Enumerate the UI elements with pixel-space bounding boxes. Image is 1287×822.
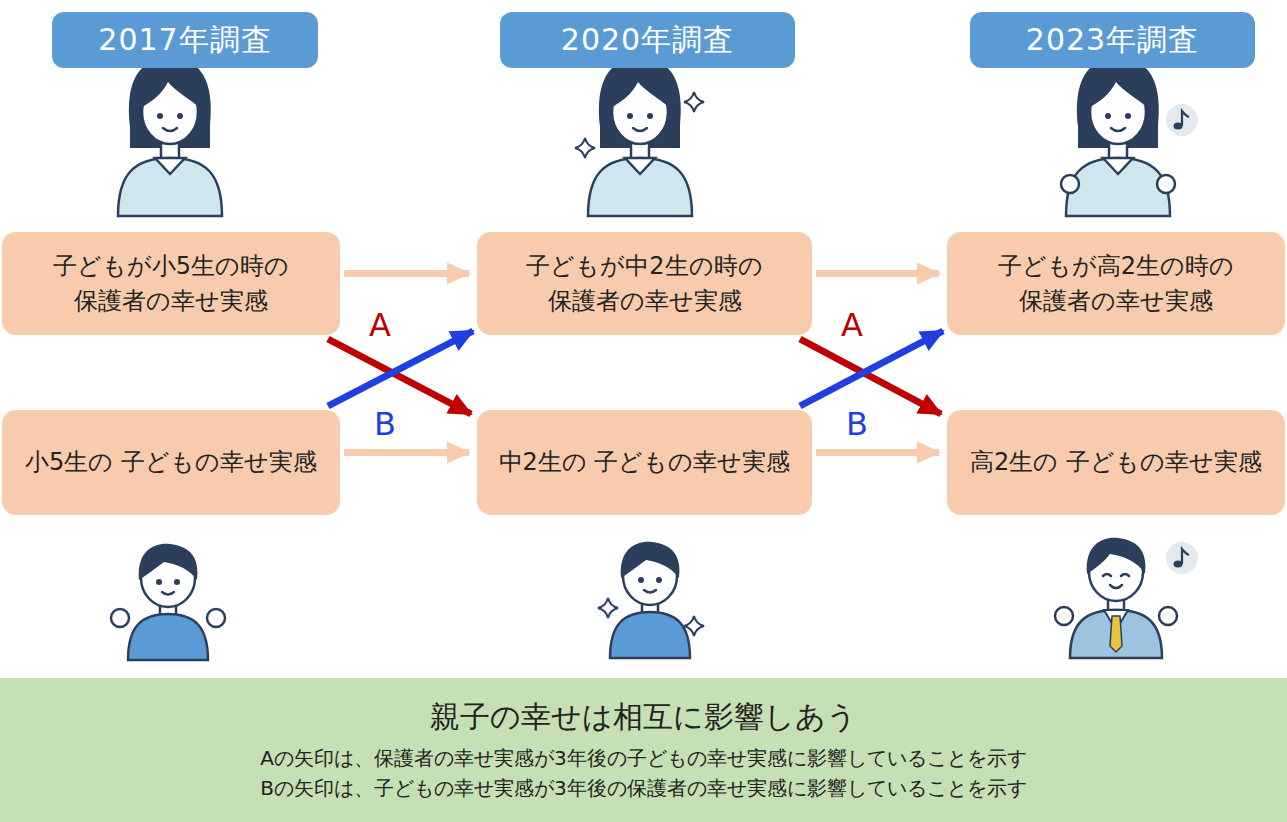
student-figure [1055,538,1177,658]
survey-year-tag: 2020年調査 [500,12,795,68]
box-label: 子どもが中2生の時の 保護者の幸せ実感 [489,249,800,319]
parent-box: 子どもが中2生の時の 保護者の幸せ実感 [477,232,812,335]
summary-band: 親子の幸せは相互に影響しあう Aの矢印は、保護者の幸せ実感が3年後の子どもの幸せ実… [0,678,1287,822]
child-box: 高2生の 子どもの幸せ実感 [947,410,1285,515]
parent-box: 子どもが高2生の時の 保護者の幸せ実感 [947,232,1285,335]
flow-arrow [344,449,469,456]
fists [111,609,225,627]
survey-year-tag: 2023年調査 [970,12,1255,68]
music-note [1166,542,1198,574]
box-label: 2017年調査 [98,20,271,61]
influence-arrow [800,339,941,414]
survey-year-tag: 2017年調査 [52,12,318,68]
parent-figure [1066,58,1170,216]
arrow-letter: A [369,309,391,341]
arrow-letter: B [374,408,396,440]
summary-note: Bの矢印は、子どもの幸せ実感が3年後の保護者の幸せ実感に影響していることを示す [260,773,1026,803]
sparkle [684,92,704,112]
parent-box: 子どもが小5生の時の 保護者の幸せ実感 [2,232,340,335]
box-label: 小5生の 子どもの幸せ実感 [25,445,317,480]
box-label: 2023年調査 [1026,20,1199,61]
parent-figure [588,58,692,216]
music-note [1166,104,1198,136]
child-box: 小5生の 子どもの幸せ実感 [2,410,340,515]
flow-arrow [816,449,939,456]
box-label: 2020年調査 [561,20,734,61]
flow-arrow [344,270,469,277]
arrow-letter: B [846,408,868,440]
child-figure [128,544,208,660]
sparkle [575,138,595,158]
box-label: 子どもが小5生の時の 保護者の幸せ実感 [14,249,328,319]
parent-figure [118,58,222,216]
box-label: 中2生の 子どもの幸せ実感 [499,445,791,480]
flow-arrow [816,270,939,277]
influence-arrow [800,331,943,406]
box-label: 高2生の 子どもの幸せ実感 [970,445,1262,480]
influence-arrow [328,339,471,414]
child-box: 中2生の 子どもの幸せ実感 [477,410,812,515]
arrow-letter: A [841,309,863,341]
child-figure [610,542,690,658]
influence-arrow [328,331,473,406]
summary-title: 親子の幸せは相互に影響しあう [430,697,857,738]
fists [1061,175,1175,193]
box-label: 子どもが高2生の時の 保護者の幸せ実感 [959,249,1273,319]
sparkle [684,616,704,636]
summary-note: Aの矢印は、保護者の幸せ実感が3年後の子どもの幸せ実感に影響していることを示す [260,743,1026,773]
sparkle [598,598,618,618]
